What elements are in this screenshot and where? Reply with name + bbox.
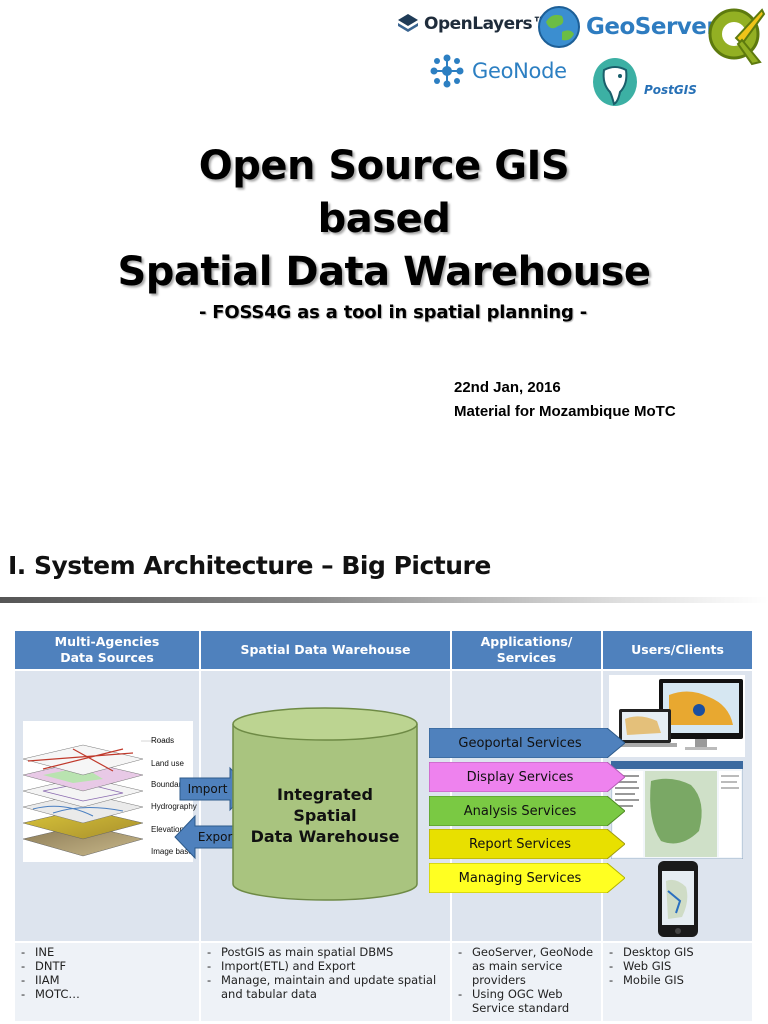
layer-stack: Roads Land use Boundaries Hydrography El…: [22, 721, 197, 862]
layer-label-elevation: Elevation: [151, 825, 184, 834]
header-services: Applications/Services: [452, 631, 601, 669]
layer-label-roads: Roads: [151, 736, 175, 745]
warehouse-label-line: Data Warehouse: [250, 827, 400, 846]
service-display: Display Services: [429, 762, 625, 792]
footer-item: GeoServer, GeoNode as main service provi…: [458, 945, 601, 987]
service-label: Report Services: [468, 836, 572, 852]
mobile-phone-device: [658, 861, 698, 941]
service-geoportal: Geoportal Services: [429, 728, 625, 758]
layer-label-hydrography: Hydrography: [151, 802, 197, 811]
layer-label-imagebase: Image base: [151, 847, 193, 856]
geonode-icon: [430, 54, 464, 88]
footer-item: PostGIS as main spatial DBMS: [207, 945, 450, 959]
footer-item: Desktop GIS: [609, 945, 752, 959]
openlayers-icon: [398, 14, 418, 32]
warehouse-label-line: Spatial: [293, 806, 357, 825]
openlayers-name: OpenLayers™: [424, 14, 549, 34]
export-label: Export: [197, 830, 238, 844]
postgis-elephant-icon: [593, 58, 637, 106]
cover-material: Material for Mozambique MoTC: [454, 403, 676, 420]
warehouse-label-line: Integrated: [277, 785, 373, 804]
section-title: I. System Architecture – Big Picture: [8, 551, 491, 580]
footer-item: MOTC…: [21, 987, 199, 1001]
service-label: Display Services: [466, 769, 574, 785]
header-line: Spatial Data Warehouse: [240, 642, 411, 657]
mobile-phone-icon: [658, 861, 698, 937]
service-report: Report Services: [429, 829, 625, 859]
cover-meta: 22nd Jan, 2016 Material for Mozambique M…: [454, 376, 676, 424]
warehouse-label: Integrated Spatial Data Warehouse: [239, 784, 411, 847]
header-line: Applications/: [480, 634, 573, 649]
geonode-name: GeoNode: [472, 59, 567, 83]
footer-item: Web GIS: [609, 959, 752, 973]
web-gis-map-icon: [610, 760, 744, 860]
web-gis-screenshot: [610, 760, 744, 863]
footer-item: IIAM: [21, 973, 199, 987]
cover-title-line-3: Spatial Data Warehouse: [117, 249, 651, 295]
cover-title-line-1: Open Source GIS: [198, 143, 570, 189]
warehouse-cylinder: [232, 707, 418, 901]
geoserver-globe-icon: [538, 6, 580, 48]
header-line: Services: [496, 650, 557, 665]
header-line: Data Sources: [60, 650, 154, 665]
cover-date: 22nd Jan, 2016: [454, 379, 561, 396]
footer-item: Using OGC Web Service standard: [458, 987, 601, 1015]
footer-services: GeoServer, GeoNode as main service provi…: [452, 943, 601, 1021]
qgis-logo-icon: [708, 8, 766, 66]
service-analysis: Analysis Services: [429, 796, 625, 826]
header-clients: Users/Clients: [603, 631, 752, 669]
footer-clients: Desktop GIS Web GIS Mobile GIS: [603, 943, 752, 1021]
desktop-laptop-devices: [609, 675, 745, 761]
footer-item: DNTF: [21, 959, 199, 973]
geoserver-name: GeoServer: [586, 14, 718, 40]
postgis-name: PostGIS: [644, 83, 697, 97]
header-line: Users/Clients: [631, 642, 724, 657]
section-divider: [0, 597, 768, 603]
footer-item: Manage, maintain and update spatial and …: [207, 973, 450, 1001]
layer-label-landuse: Land use: [151, 759, 184, 768]
import-label: Import: [187, 782, 228, 796]
geoserver-logo: GeoServer: [536, 4, 718, 50]
header-warehouse: Spatial Data Warehouse: [201, 631, 450, 669]
cover-title: Open Source GIS based Spatial Data Wareh…: [0, 140, 768, 299]
cover-title-line-2: based: [317, 196, 451, 242]
qgis-logo: [702, 0, 766, 72]
openlayers-logo: OpenLayers™: [396, 12, 549, 36]
service-label: Managing Services: [458, 870, 582, 886]
desktop-monitor-icon: [609, 675, 745, 757]
cover-subtitle: - FOSS4G as a tool in spatial planning -: [198, 302, 588, 323]
footer-item: Mobile GIS: [609, 973, 752, 987]
logo-banner: OpenLayers™ GeoServer: [0, 0, 768, 120]
layer-stack-graphic: [22, 740, 173, 857]
footer-item: Import(ETL) and Export: [207, 959, 450, 973]
footer-sources: INE DNTF IIAM MOTC…: [15, 943, 199, 1021]
postgis-logo: PostGIS: [590, 56, 697, 108]
header-line: Multi-Agencies: [54, 634, 160, 649]
footer-warehouse: PostGIS as main spatial DBMS Import(ETL)…: [201, 943, 450, 1021]
service-label: Analysis Services: [463, 803, 577, 819]
geonode-logo: GeoNode: [430, 54, 567, 88]
footer-item: INE: [21, 945, 199, 959]
service-label: Geoportal Services: [458, 735, 582, 751]
service-managing: Managing Services: [429, 863, 625, 893]
layer-label-boundaries: Boundaries: [151, 780, 191, 789]
